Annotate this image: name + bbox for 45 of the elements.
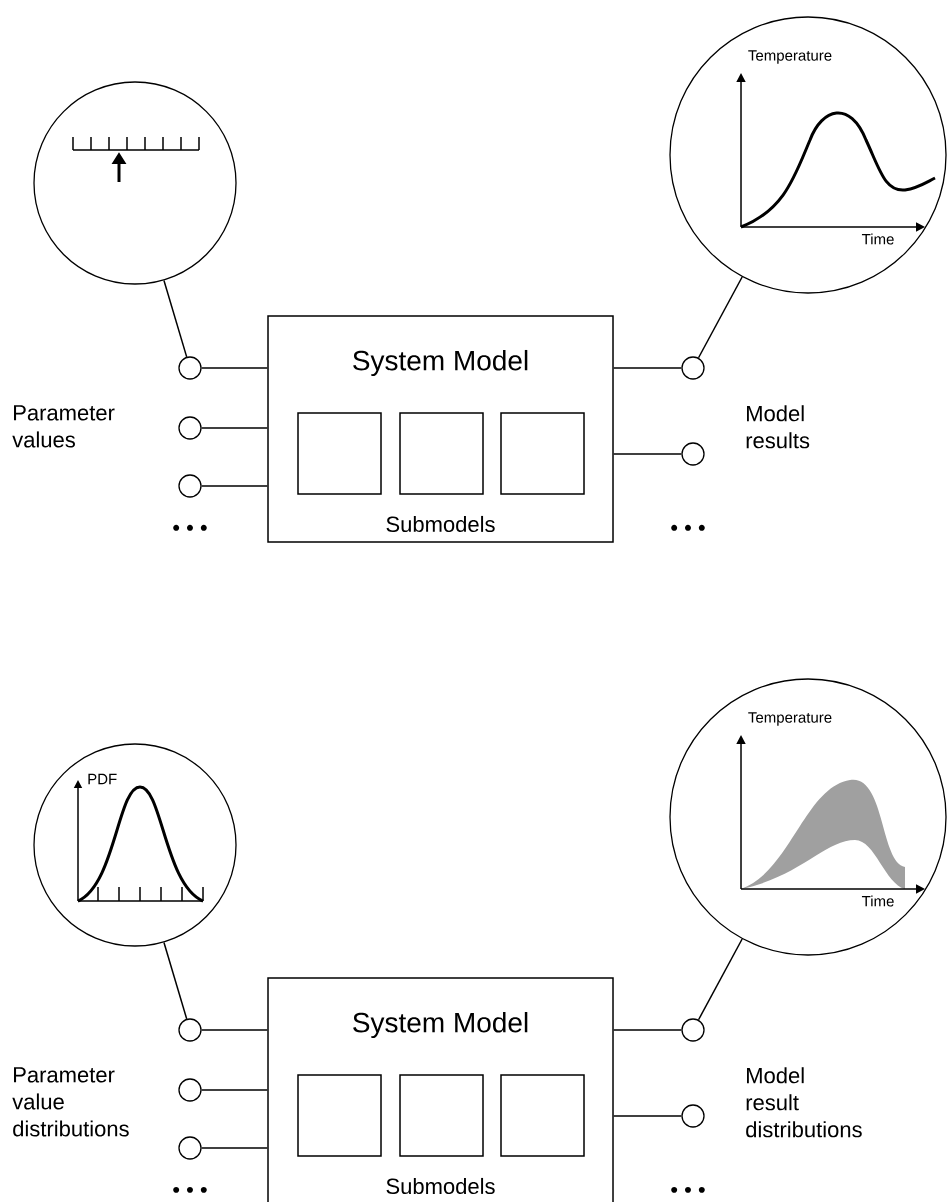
submodel-box bbox=[399, 1074, 484, 1157]
axis-label: Time bbox=[861, 895, 894, 907]
submodel-box bbox=[399, 412, 484, 495]
port-label: Model results bbox=[746, 405, 810, 449]
submodel-box bbox=[500, 412, 585, 495]
connector-circle bbox=[178, 1136, 202, 1160]
connector-line bbox=[200, 485, 268, 487]
model-box: System Model Submodels bbox=[267, 977, 614, 1202]
leader-line bbox=[697, 938, 743, 1021]
port-label: Parameter value distributions bbox=[12, 1067, 129, 1137]
connector-circle bbox=[681, 1104, 705, 1128]
connector-circle bbox=[178, 474, 202, 498]
axis-label: Time bbox=[861, 233, 894, 245]
connector-line bbox=[200, 427, 268, 429]
connector-line bbox=[200, 367, 268, 369]
model-box: System Model Submodels bbox=[267, 315, 614, 543]
leader-line bbox=[163, 279, 188, 358]
connector-line bbox=[200, 1147, 268, 1149]
connector-circle bbox=[681, 442, 705, 466]
connector-circle bbox=[178, 1018, 202, 1042]
axis-label: Temperature bbox=[748, 712, 832, 726]
axis-label: PDF bbox=[88, 773, 117, 785]
ellipsis: • • • bbox=[671, 524, 705, 531]
connector-circle bbox=[178, 1078, 202, 1102]
submodel-box bbox=[297, 1074, 382, 1157]
ellipsis: • • • bbox=[173, 524, 207, 531]
submodel-box bbox=[297, 412, 382, 495]
connector-line bbox=[200, 1089, 268, 1091]
port-label: Model result distributions bbox=[746, 1067, 862, 1138]
connector-line bbox=[200, 1029, 268, 1031]
connector-circle bbox=[681, 1018, 705, 1042]
connector-line bbox=[613, 453, 683, 455]
leader-line bbox=[697, 276, 743, 359]
ellipsis: • • • bbox=[671, 1186, 705, 1193]
connector-line bbox=[613, 1029, 683, 1031]
ellipsis: • • • bbox=[173, 1186, 207, 1193]
connector-line bbox=[613, 1115, 683, 1117]
port-label: Parameter values bbox=[12, 405, 115, 448]
leader-line bbox=[163, 941, 188, 1020]
connector-line bbox=[613, 367, 683, 369]
connector-circle bbox=[178, 356, 202, 380]
submodel-box bbox=[500, 1074, 585, 1157]
connector-circle bbox=[681, 356, 705, 380]
axis-label: Temperature bbox=[748, 50, 832, 64]
connector-circle bbox=[178, 416, 202, 440]
